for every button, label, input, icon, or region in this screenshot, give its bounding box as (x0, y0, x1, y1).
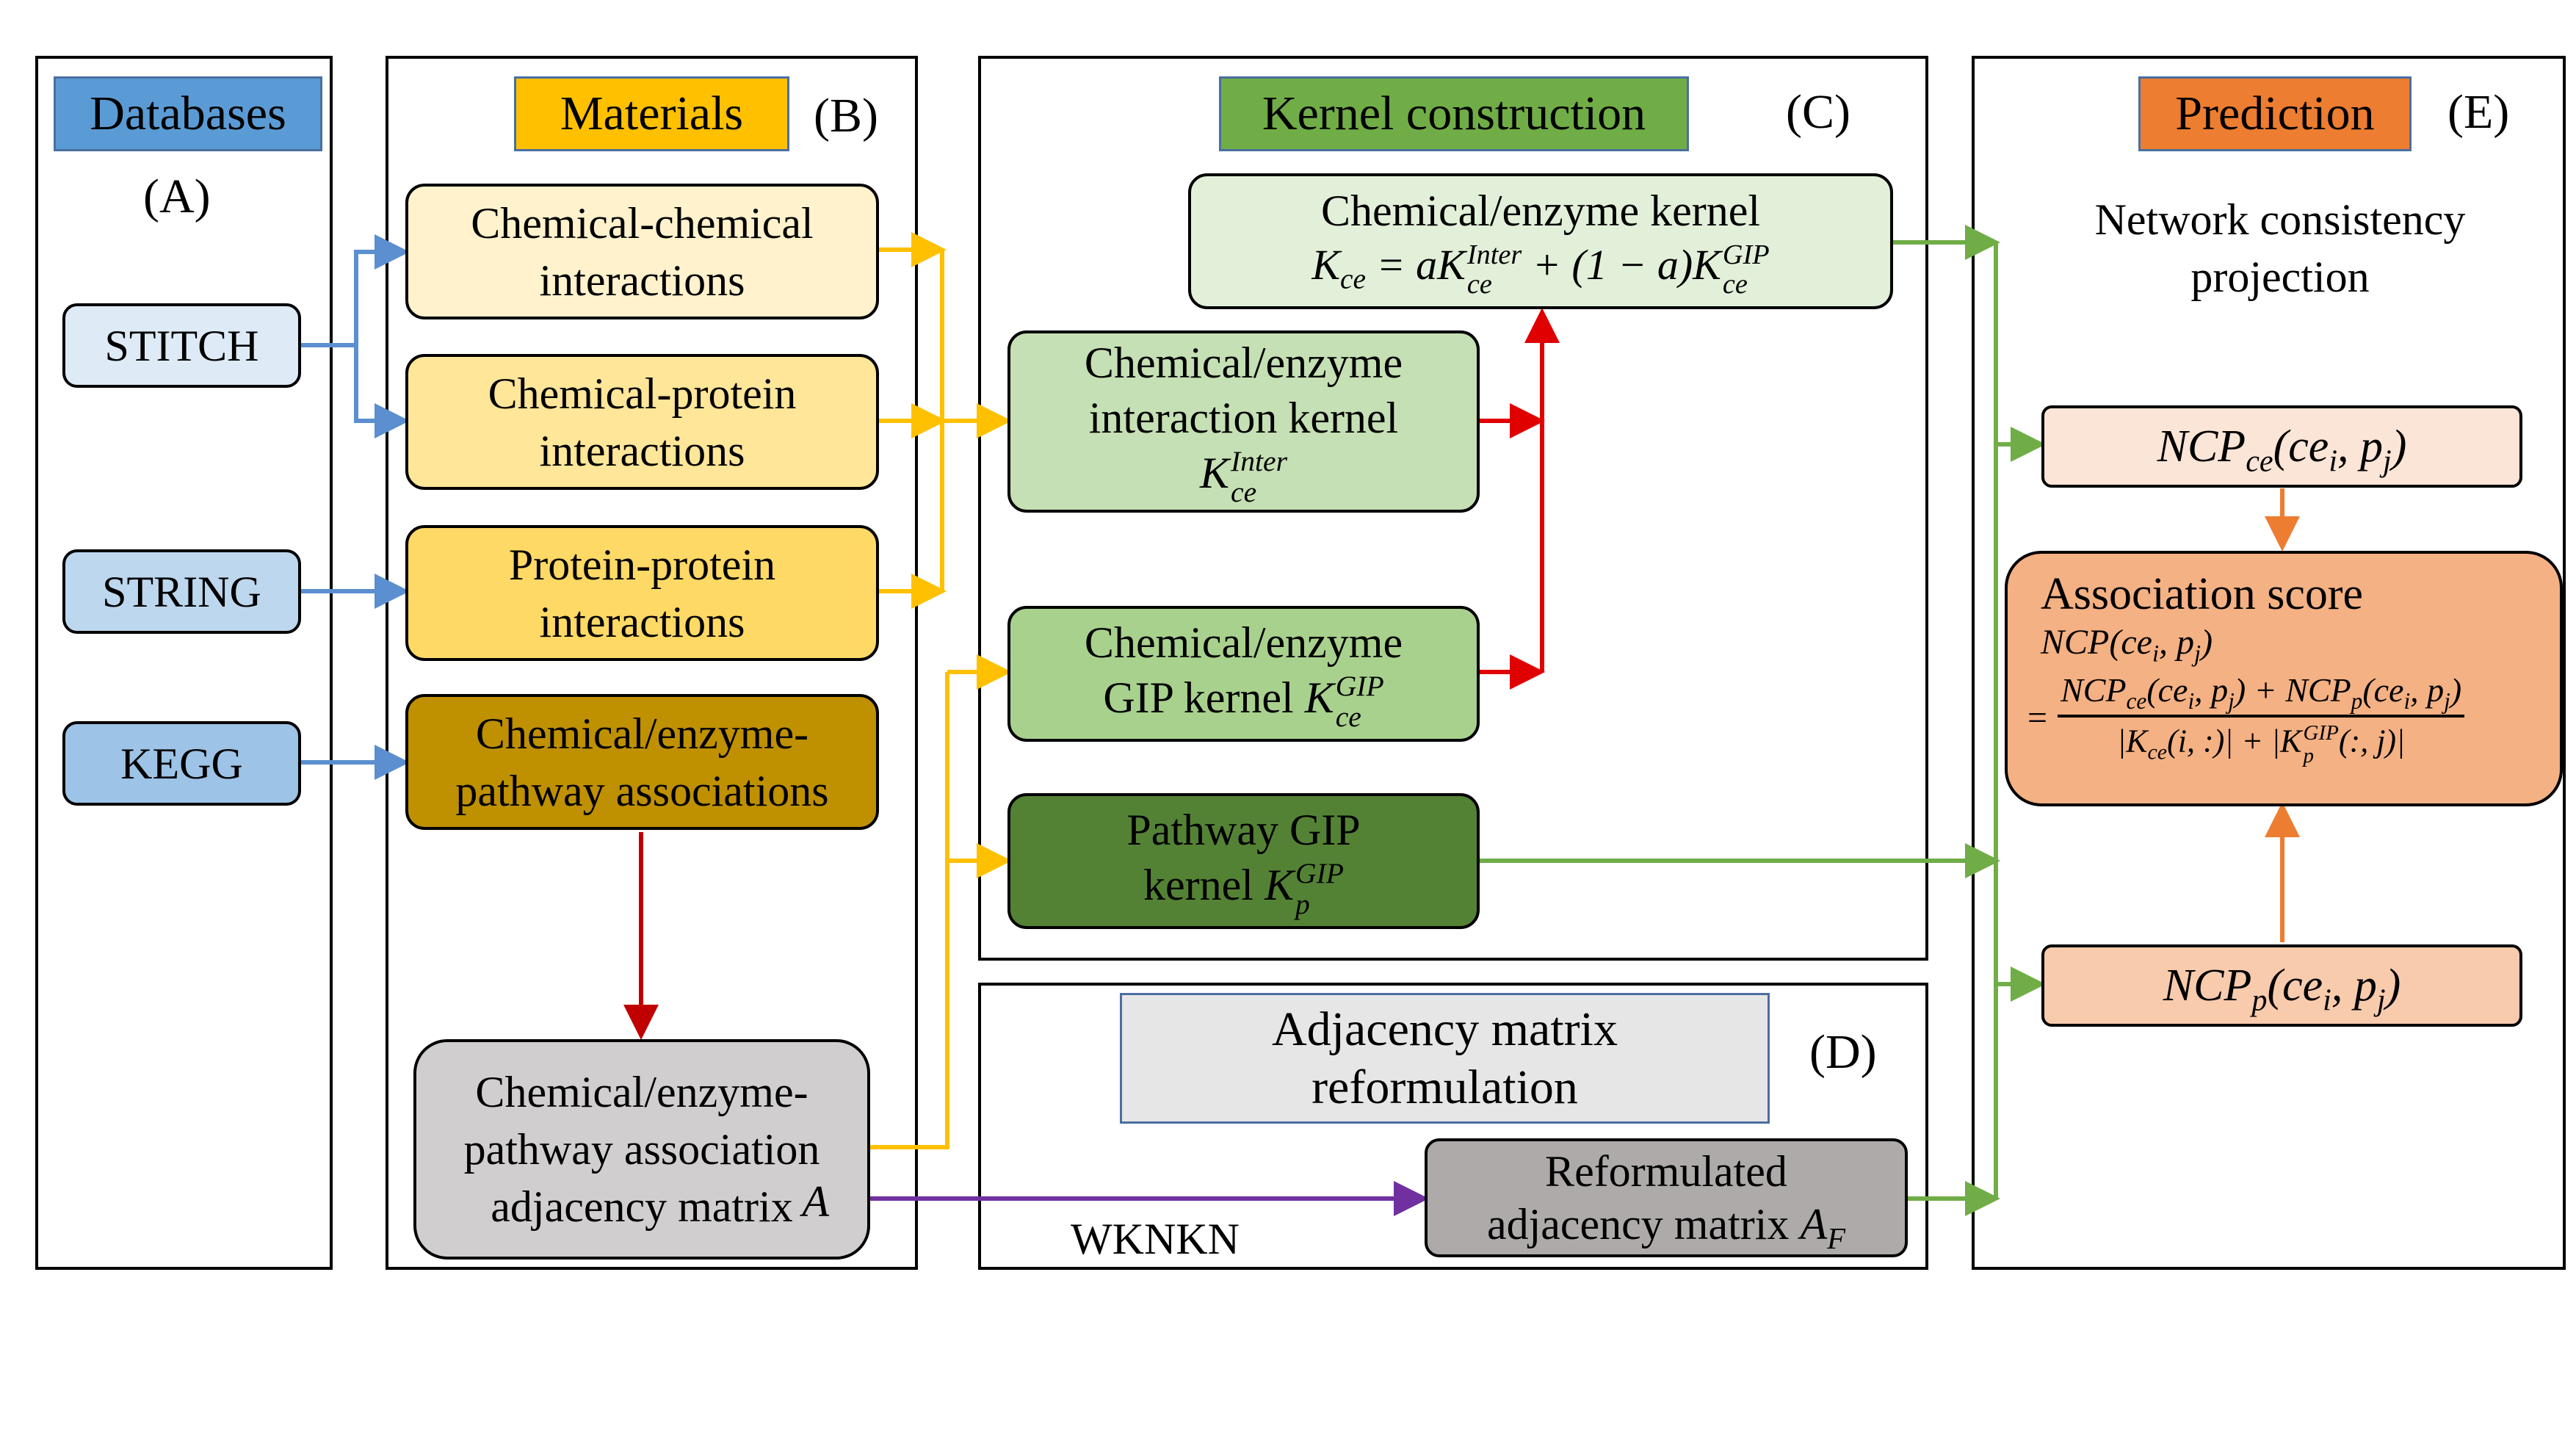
reformulated-matrix: Reformulated adjacency matrix AF (1425, 1138, 1908, 1257)
panel-header-prediction: Prediction (2138, 76, 2412, 151)
score-fraction-body: NCPce(cei, pj) + NCPp(cei, pj) |Kce(i, :… (2058, 670, 2465, 767)
reform-box-label-2: adjacency matrix AF (1486, 1200, 1846, 1255)
arrow-stitch-to-cp (354, 345, 410, 438)
panel-letter-b: (B) (814, 89, 878, 142)
wknkn-label: WKNKN (1071, 1215, 1240, 1263)
db-kegg-label: KEGG (120, 739, 243, 788)
panel-letter-e: (E) (2447, 85, 2510, 139)
material-adjacency-matrix: Chemical/enzyme-pathway association adja… (413, 1039, 870, 1260)
kernel-inter-label: Chemical/enzyme interaction kernel (1084, 338, 1403, 442)
panel-adjacency-reformulation (978, 983, 1928, 1270)
panel-header-materials: Materials (514, 76, 789, 151)
db-kegg: KEGG (62, 721, 301, 806)
ncp-method-label: Network consistency projection (2094, 195, 2466, 301)
panel-kernel-construction (978, 56, 1928, 961)
material-cc-label: Chemical-chemical interactions (471, 198, 814, 305)
db-stitch-label: STITCH (104, 321, 259, 370)
db-stitch: STITCH (62, 303, 301, 388)
kernel-ce-title: Chemical/enzyme kernel (1320, 187, 1761, 236)
score-numerator: NCPce(cei, pj) + NCPp(cei, pj) (2058, 670, 2465, 718)
score-fraction: = NCPce(cei, pj) + NCPp(cei, pj) |Kce(i,… (2027, 670, 2465, 767)
material-pp-label: Protein-protein interactions (508, 540, 776, 646)
material-chemical-protein: Chemical-protein interactions (405, 354, 879, 490)
score-title: Association score (2041, 569, 2364, 619)
db-string-label: STRING (102, 567, 261, 616)
panel-databases (35, 56, 333, 1270)
material-cep-label: Chemical/enzyme-pathway associations (455, 709, 829, 815)
reform-header-text: Adjacency matrix reformulation (1272, 1002, 1618, 1114)
panel-header-kernel: Kernel construction (1219, 76, 1689, 151)
score-lhs: NCP(cei, pj) (2041, 623, 2213, 668)
panel-header-reformulation: Adjacency matrix reformulation (1120, 993, 1770, 1124)
db-string: STRING (62, 549, 301, 634)
ncp-chemical-enzyme: NCPce(cei, pj) (2041, 405, 2522, 488)
association-score: Association score NCP(cei, pj) = NCPce(c… (2005, 551, 2563, 806)
kernel-gip-label-1: Chemical/enzyme (1084, 618, 1403, 667)
panel-prediction (1972, 56, 2566, 1270)
ncp-ce-formula: NCPce(cei, pj) (2157, 421, 2407, 479)
material-chemical-chemical: Chemical-chemical interactions (405, 184, 879, 319)
arrow-adj-to-bus (870, 672, 949, 1149)
score-equals: = (2027, 698, 2048, 738)
material-chemical-pathway: Chemical/enzyme-pathway associations (405, 694, 879, 830)
panel-letter-c: (C) (1786, 85, 1850, 139)
panel-materials (386, 56, 918, 1270)
arrow-stitch-to-cc (301, 234, 410, 347)
panel-header-databases: Databases (54, 76, 322, 151)
material-cp-label: Chemical-protein interactions (488, 369, 797, 475)
material-protein-protein: Protein-protein interactions (405, 525, 879, 661)
panel-letter-a: (A) (143, 170, 211, 223)
reform-box-label-1: Reformulated (1545, 1147, 1787, 1196)
panel-letter-d: (D) (1809, 1025, 1877, 1079)
ncp-p-formula: NCPp(cei, pj) (2163, 960, 2401, 1018)
material-adj-label: Chemical/enzyme-pathway association adja… (463, 1068, 820, 1231)
ncp-pathway: NCPp(cei, pj) (2041, 944, 2522, 1027)
material-adj-symbol: A (802, 1177, 829, 1226)
kernel-pw-label-1: Pathway GIP (1126, 805, 1361, 854)
